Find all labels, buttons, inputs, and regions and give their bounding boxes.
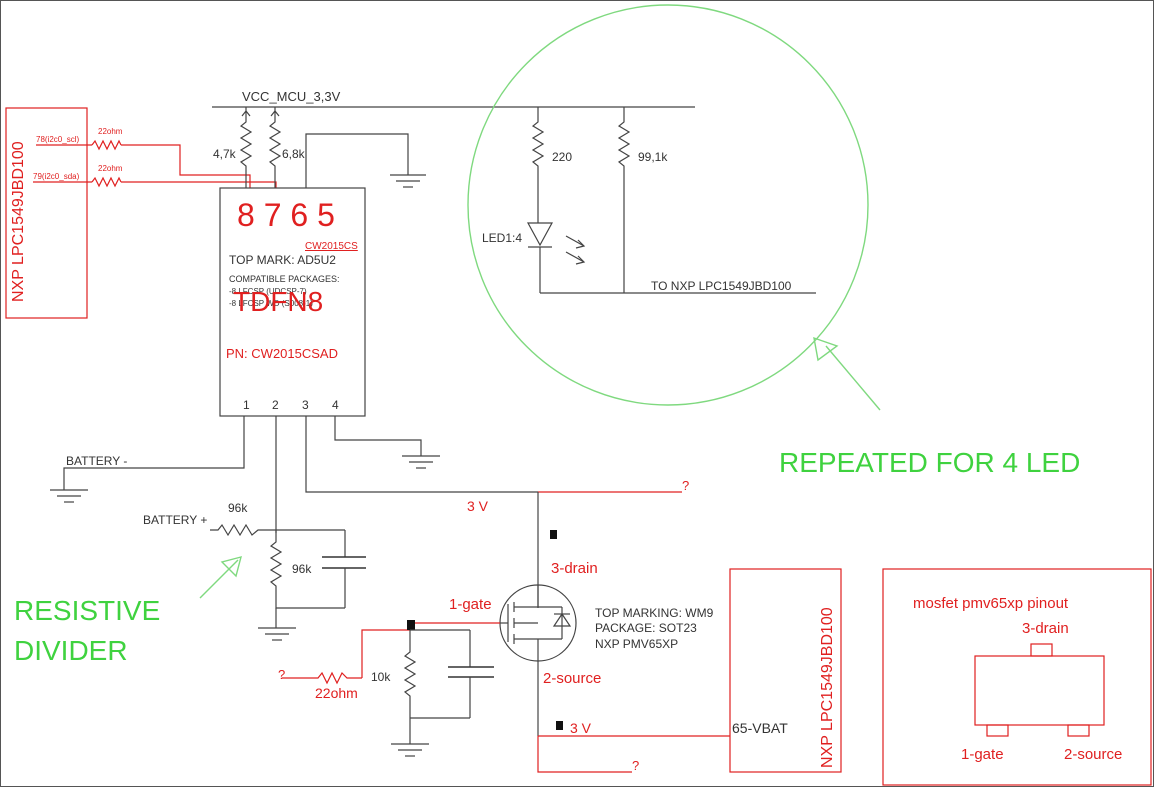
mcu-right-label: NXP LPC1549JBD100 bbox=[819, 607, 836, 768]
drain-marker bbox=[550, 530, 557, 539]
pinout-source-pad bbox=[1067, 724, 1090, 737]
r-divider-2-label: 96k bbox=[292, 562, 312, 576]
q-bottom-wire bbox=[537, 736, 632, 773]
ic-pin-1: 1 bbox=[243, 398, 250, 412]
r-series-1-label: 22ohm bbox=[98, 127, 123, 136]
divider-arrow bbox=[199, 556, 242, 599]
led-r2-label: 99,1k bbox=[638, 150, 668, 164]
ic-cw2015-box bbox=[219, 187, 366, 417]
r-series-2-label: 22ohm bbox=[98, 164, 123, 173]
pinout-gate-label: 1-gate bbox=[961, 746, 1004, 763]
mcu-box-right bbox=[729, 568, 842, 773]
mcu-box-left bbox=[5, 107, 88, 319]
r-pullup-1-label: 4,7k bbox=[213, 147, 237, 161]
ic-pin-2: 2 bbox=[272, 398, 279, 412]
ic-compat-title: COMPATIBLE PACKAGES: bbox=[229, 274, 340, 284]
three-v-bottom-label: 3 V bbox=[570, 720, 592, 736]
r-pullup-2-label: 6,8k bbox=[282, 147, 306, 161]
to-mcu-label: TO NXP LPC1549JBD100 bbox=[651, 279, 792, 293]
r-10k-label: 10k bbox=[371, 670, 391, 684]
ic-compat-1: -8 LFCSP (UDCSP-7) bbox=[229, 287, 307, 296]
ground-symbol-4 bbox=[258, 627, 296, 641]
repeated-arrow bbox=[813, 336, 881, 411]
r-pullup-2 bbox=[268, 107, 282, 188]
ground-symbol-2 bbox=[50, 489, 88, 503]
gate-label: 1-gate bbox=[449, 596, 492, 613]
gate-marker bbox=[407, 620, 415, 630]
ic-pin-4: 4 bbox=[332, 398, 339, 412]
pin4-ground-wire bbox=[334, 416, 422, 456]
ic-pn: PN: CW2015CSAD bbox=[226, 346, 338, 361]
mosfet-name: NXP PMV65XP bbox=[595, 637, 678, 651]
pinout-drain-pad bbox=[1030, 643, 1053, 657]
repeated-label: REPEATED FOR 4 LED bbox=[779, 447, 1080, 478]
ground-symbol-5 bbox=[391, 743, 429, 757]
pinout-gate-pad bbox=[986, 724, 1009, 737]
vcc-rail-label: VCC_MCU_3,3V bbox=[242, 89, 341, 104]
mosfet-marking: TOP MARKING: WM9 bbox=[595, 606, 714, 620]
led-resistor-220 bbox=[531, 107, 545, 223]
r-divider-1 bbox=[210, 523, 276, 537]
led-label: LED1:4 bbox=[482, 231, 522, 245]
r-pullup-1 bbox=[239, 107, 253, 188]
ground-symbol-1 bbox=[390, 174, 426, 188]
q-top-label: ? bbox=[682, 478, 689, 493]
resistive-label: RESISTIVE bbox=[14, 595, 160, 626]
ic-top-mark: TOP MARK: AD5U2 bbox=[229, 253, 336, 267]
ic-tdfn8: TDFN8 bbox=[233, 286, 323, 317]
r-divider-1-label: 96k bbox=[228, 501, 248, 515]
drain-label: 3-drain bbox=[551, 560, 598, 577]
pinout-source-label: 2-source bbox=[1064, 746, 1122, 763]
pin5-ground-wire bbox=[305, 133, 409, 188]
led-resistor-99k bbox=[617, 107, 631, 293]
scl-wire-2 bbox=[121, 144, 251, 188]
source-label: 2-source bbox=[543, 670, 601, 687]
pinout-body bbox=[974, 655, 1105, 726]
led-diode bbox=[526, 222, 586, 293]
led-highlight-circle bbox=[467, 4, 869, 406]
pinout-box bbox=[882, 568, 1152, 786]
pin3-wire bbox=[305, 416, 538, 493]
pinout-title: mosfet pmv65xp pinout bbox=[913, 595, 1069, 612]
mcu-left-label: NXP LPC1549JBD100 bbox=[10, 141, 27, 302]
r-gate bbox=[282, 671, 362, 685]
battery-minus-label: BATTERY - bbox=[66, 454, 127, 468]
three-v-top-label: 3 V bbox=[467, 498, 489, 514]
battery-plus-label: BATTERY + bbox=[143, 513, 207, 527]
r-series-scl bbox=[91, 139, 122, 151]
mosfet-symbol bbox=[500, 585, 572, 661]
led-r1-label: 220 bbox=[552, 150, 572, 164]
r-divider-2 bbox=[269, 530, 345, 609]
pin78-label: 78(i2c0_scl) bbox=[36, 135, 79, 144]
ic-cw2015cs-label: CW2015CS bbox=[305, 241, 358, 252]
r-series-sda bbox=[91, 176, 122, 188]
pinout-drain-label: 3-drain bbox=[1022, 620, 1069, 637]
q-bottom-label: ? bbox=[632, 758, 639, 773]
source-marker bbox=[556, 721, 563, 730]
battery-minus-wire bbox=[63, 416, 245, 490]
ic-pin-3: 3 bbox=[302, 398, 309, 412]
ic-pin-numbers-top: 8 7 6 5 bbox=[237, 197, 335, 233]
mosfet-package: PACKAGE: SOT23 bbox=[595, 621, 697, 635]
r-pullup-2-arrow bbox=[270, 110, 280, 117]
ground-symbol-3 bbox=[402, 455, 440, 469]
divider-label: DIVIDER bbox=[14, 635, 128, 666]
sda-wire-2 bbox=[121, 181, 277, 188]
pin79-label: 79(i2c0_sda) bbox=[33, 172, 80, 181]
q-left-label: ? bbox=[278, 667, 285, 682]
r-gate-label: 22ohm bbox=[315, 685, 358, 701]
r-10k bbox=[403, 630, 417, 744]
vbat-label: 65-VBAT bbox=[732, 720, 788, 736]
ic-compat-2: -8 LFCSP WD (S008-1) bbox=[229, 299, 313, 308]
r-pullup-1-arrow bbox=[241, 110, 251, 117]
